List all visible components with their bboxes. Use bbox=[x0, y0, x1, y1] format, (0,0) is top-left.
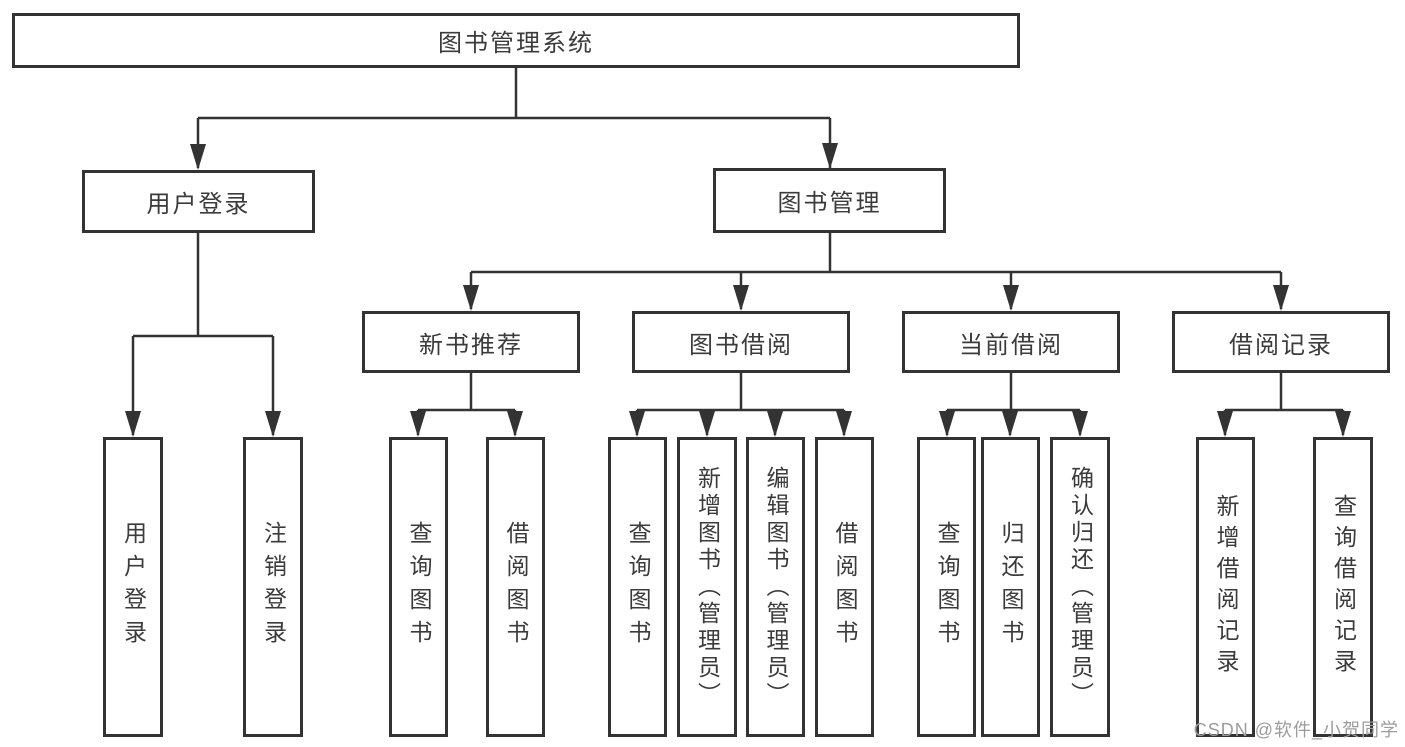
leaf-query-books-borrow-label: 查询图书 bbox=[625, 521, 651, 653]
leaf-query-borrow-record-label: 查询借阅记录 bbox=[1330, 494, 1357, 680]
node-book-borrow-label: 图书借阅 bbox=[689, 331, 793, 359]
node-root: 图书管理系统 bbox=[12, 13, 1020, 68]
leaf-add-borrow-record: 新增借阅记录 bbox=[1196, 437, 1255, 737]
node-user-login: 用户登录 bbox=[82, 170, 315, 233]
connector-lines bbox=[131, 68, 1345, 435]
leaf-add-borrow-record-label: 新增借阅记录 bbox=[1213, 494, 1239, 680]
leaf-logout-label: 注销登录 bbox=[260, 521, 287, 653]
leaf-return-books: 归还图书 bbox=[981, 437, 1040, 737]
leaf-add-book-admin-label: 新增图书（管理员） bbox=[694, 465, 721, 709]
leaf-query-books-borrow: 查询图书 bbox=[608, 437, 667, 737]
leaf-edit-book-admin: 编辑图书（管理员） bbox=[746, 437, 805, 737]
node-book-borrow: 图书借阅 bbox=[632, 311, 850, 373]
node-current-borrow-label: 当前借阅 bbox=[959, 331, 1063, 359]
leaf-borrow-books-recommend: 借阅图书 bbox=[486, 437, 545, 737]
leaf-query-books-current-label: 查询图书 bbox=[934, 521, 960, 653]
node-current-borrow: 当前借阅 bbox=[902, 311, 1120, 373]
leaf-borrow-books-recommend-label: 借阅图书 bbox=[503, 521, 529, 653]
leaf-add-book-admin: 新增图书（管理员） bbox=[677, 437, 737, 737]
leaf-query-books-recommend: 查询图书 bbox=[389, 437, 448, 737]
node-user-login-label: 用户登录 bbox=[146, 191, 251, 218]
node-root-label: 图书管理系统 bbox=[438, 30, 594, 57]
leaf-confirm-return-admin-label: 确认归还（管理员） bbox=[1067, 465, 1094, 709]
node-borrow-records: 借阅记录 bbox=[1172, 311, 1390, 373]
leaf-user-login: 用户登录 bbox=[103, 437, 163, 737]
node-book-management: 图书管理 bbox=[713, 168, 946, 233]
leaf-edit-book-admin-label: 编辑图书（管理员） bbox=[763, 465, 789, 709]
node-new-book-recommend-label: 新书推荐 bbox=[419, 331, 523, 359]
leaf-user-login-label: 用户登录 bbox=[120, 521, 147, 653]
leaf-query-borrow-record: 查询借阅记录 bbox=[1313, 437, 1373, 737]
leaf-borrow-books-borrow-label: 借阅图书 bbox=[832, 521, 858, 653]
node-new-book-recommend: 新书推荐 bbox=[362, 311, 580, 373]
leaf-borrow-books-borrow: 借阅图书 bbox=[815, 437, 874, 737]
node-book-management-label: 图书管理 bbox=[777, 190, 882, 217]
leaf-logout: 注销登录 bbox=[243, 437, 303, 737]
watermark: CSDN @软件_小贺同学 bbox=[1193, 720, 1399, 740]
leaf-confirm-return-admin: 确认归还（管理员） bbox=[1050, 437, 1110, 737]
leaf-query-books-recommend-label: 查询图书 bbox=[406, 521, 432, 653]
leaf-query-books-current: 查询图书 bbox=[917, 437, 976, 737]
node-borrow-records-label: 借阅记录 bbox=[1229, 331, 1333, 359]
leaf-return-books-label: 归还图书 bbox=[998, 521, 1024, 653]
